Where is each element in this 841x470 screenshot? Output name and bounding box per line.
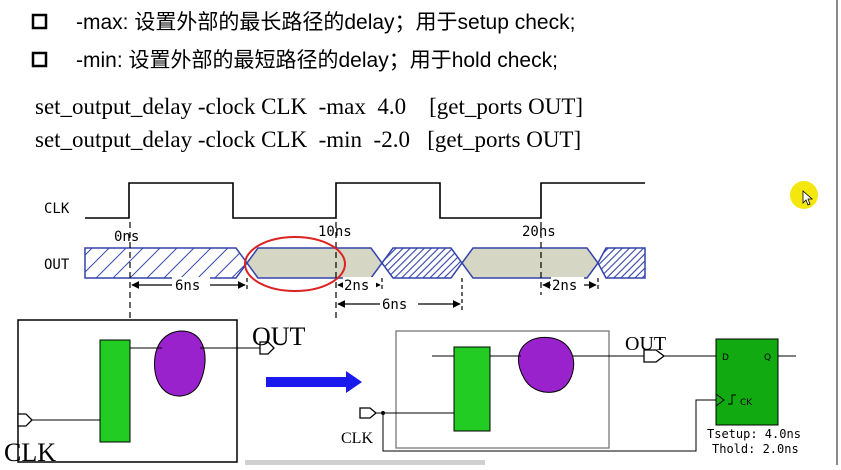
interval-label-bg [380,296,418,311]
register-block [453,346,491,432]
input-port-icon [359,407,378,419]
left-clk-label: CLK [4,438,56,465]
cursor-arrow-icon [802,190,814,206]
transform-arrow [266,371,362,393]
tsetup-label: Tsetup: 4.0ns [707,427,801,441]
clock-edge-icon [715,393,725,407]
ff-ck-pin-label: CK [740,398,753,408]
arrow-right-icon [266,371,362,393]
right-clk-label: CLK [341,430,373,447]
out-valid-segment [246,247,383,279]
bullet-list: -max: 设置外部的最长路径的delay；用于setup check; -mi… [31,11,575,72]
right-out-label: OUT [625,333,666,355]
right-circuit: OUT D Q CK CLK Tsetup: 4.0ns Thold: 2.0n… [341,330,801,456]
time-label-0ns: 0ns [114,229,139,245]
left-module-box [17,319,238,463]
output-port-icon [643,349,666,363]
capture-flipflop [715,338,779,426]
out-invalid-segment [381,247,463,279]
clk-wire [382,399,716,452]
rising-edge-icon [728,394,736,405]
timing-waveform: CLK OUT 0ns 10ns 20ns 6ns 2ns 6ns 2n [44,182,646,320]
register-block [99,339,131,443]
interval-label-6ns: 6ns [382,297,407,313]
logic-cloud-icon [518,336,575,393]
out-invalid-segment [84,247,248,279]
clk-wave-label: CLK [44,201,70,217]
left-out-label: OUT [252,322,306,351]
time-label-20ns: 20ns [522,224,556,240]
bullet-min-text: -min: 设置外部的最短路径的delay；用于hold check; [76,49,558,72]
out-valid-segment [461,247,599,279]
bullet-max-text: -max: 设置外部的最长路径的delay；用于setup check; [76,11,575,34]
input-port-icon [17,413,33,427]
interval-label-bg [343,277,376,292]
bullet-checkbox-icon [31,51,48,68]
ff-q-pin-label: Q [764,353,771,363]
interval-label-2ns: 2ns [344,278,369,294]
output-port-icon [259,341,275,355]
highlight-ellipse [244,236,346,292]
interval-label-2ns: 2ns [552,278,577,294]
clk-waveform [85,182,645,219]
time-label-10ns: 10ns [318,224,352,240]
logic-cloud-icon [154,330,206,397]
slide-edge-rule [836,0,838,465]
bottom-bar-fragment [245,460,485,465]
mouse-cursor [790,181,818,209]
left-circuit: OUT CLK [4,319,306,467]
thold-label: Thold: 2.0ns [712,442,799,456]
bullet-checkbox-icon [31,13,48,30]
out-wave-label: OUT [44,257,70,273]
interval-label-bg [551,277,584,292]
command-min-line: set_output_delay -clock CLK -min -2.0 [g… [35,127,581,152]
interval-label-6ns: 6ns [175,278,200,294]
interval-label-bg [172,277,210,292]
out-invalid-segment [597,247,646,279]
command-block: set_output_delay -clock CLK -max 4.0 [ge… [35,94,583,152]
ff-d-pin-label: D [722,353,729,363]
right-module-box [395,330,610,449]
command-max-line: set_output_delay -clock CLK -max 4.0 [ge… [35,94,583,119]
